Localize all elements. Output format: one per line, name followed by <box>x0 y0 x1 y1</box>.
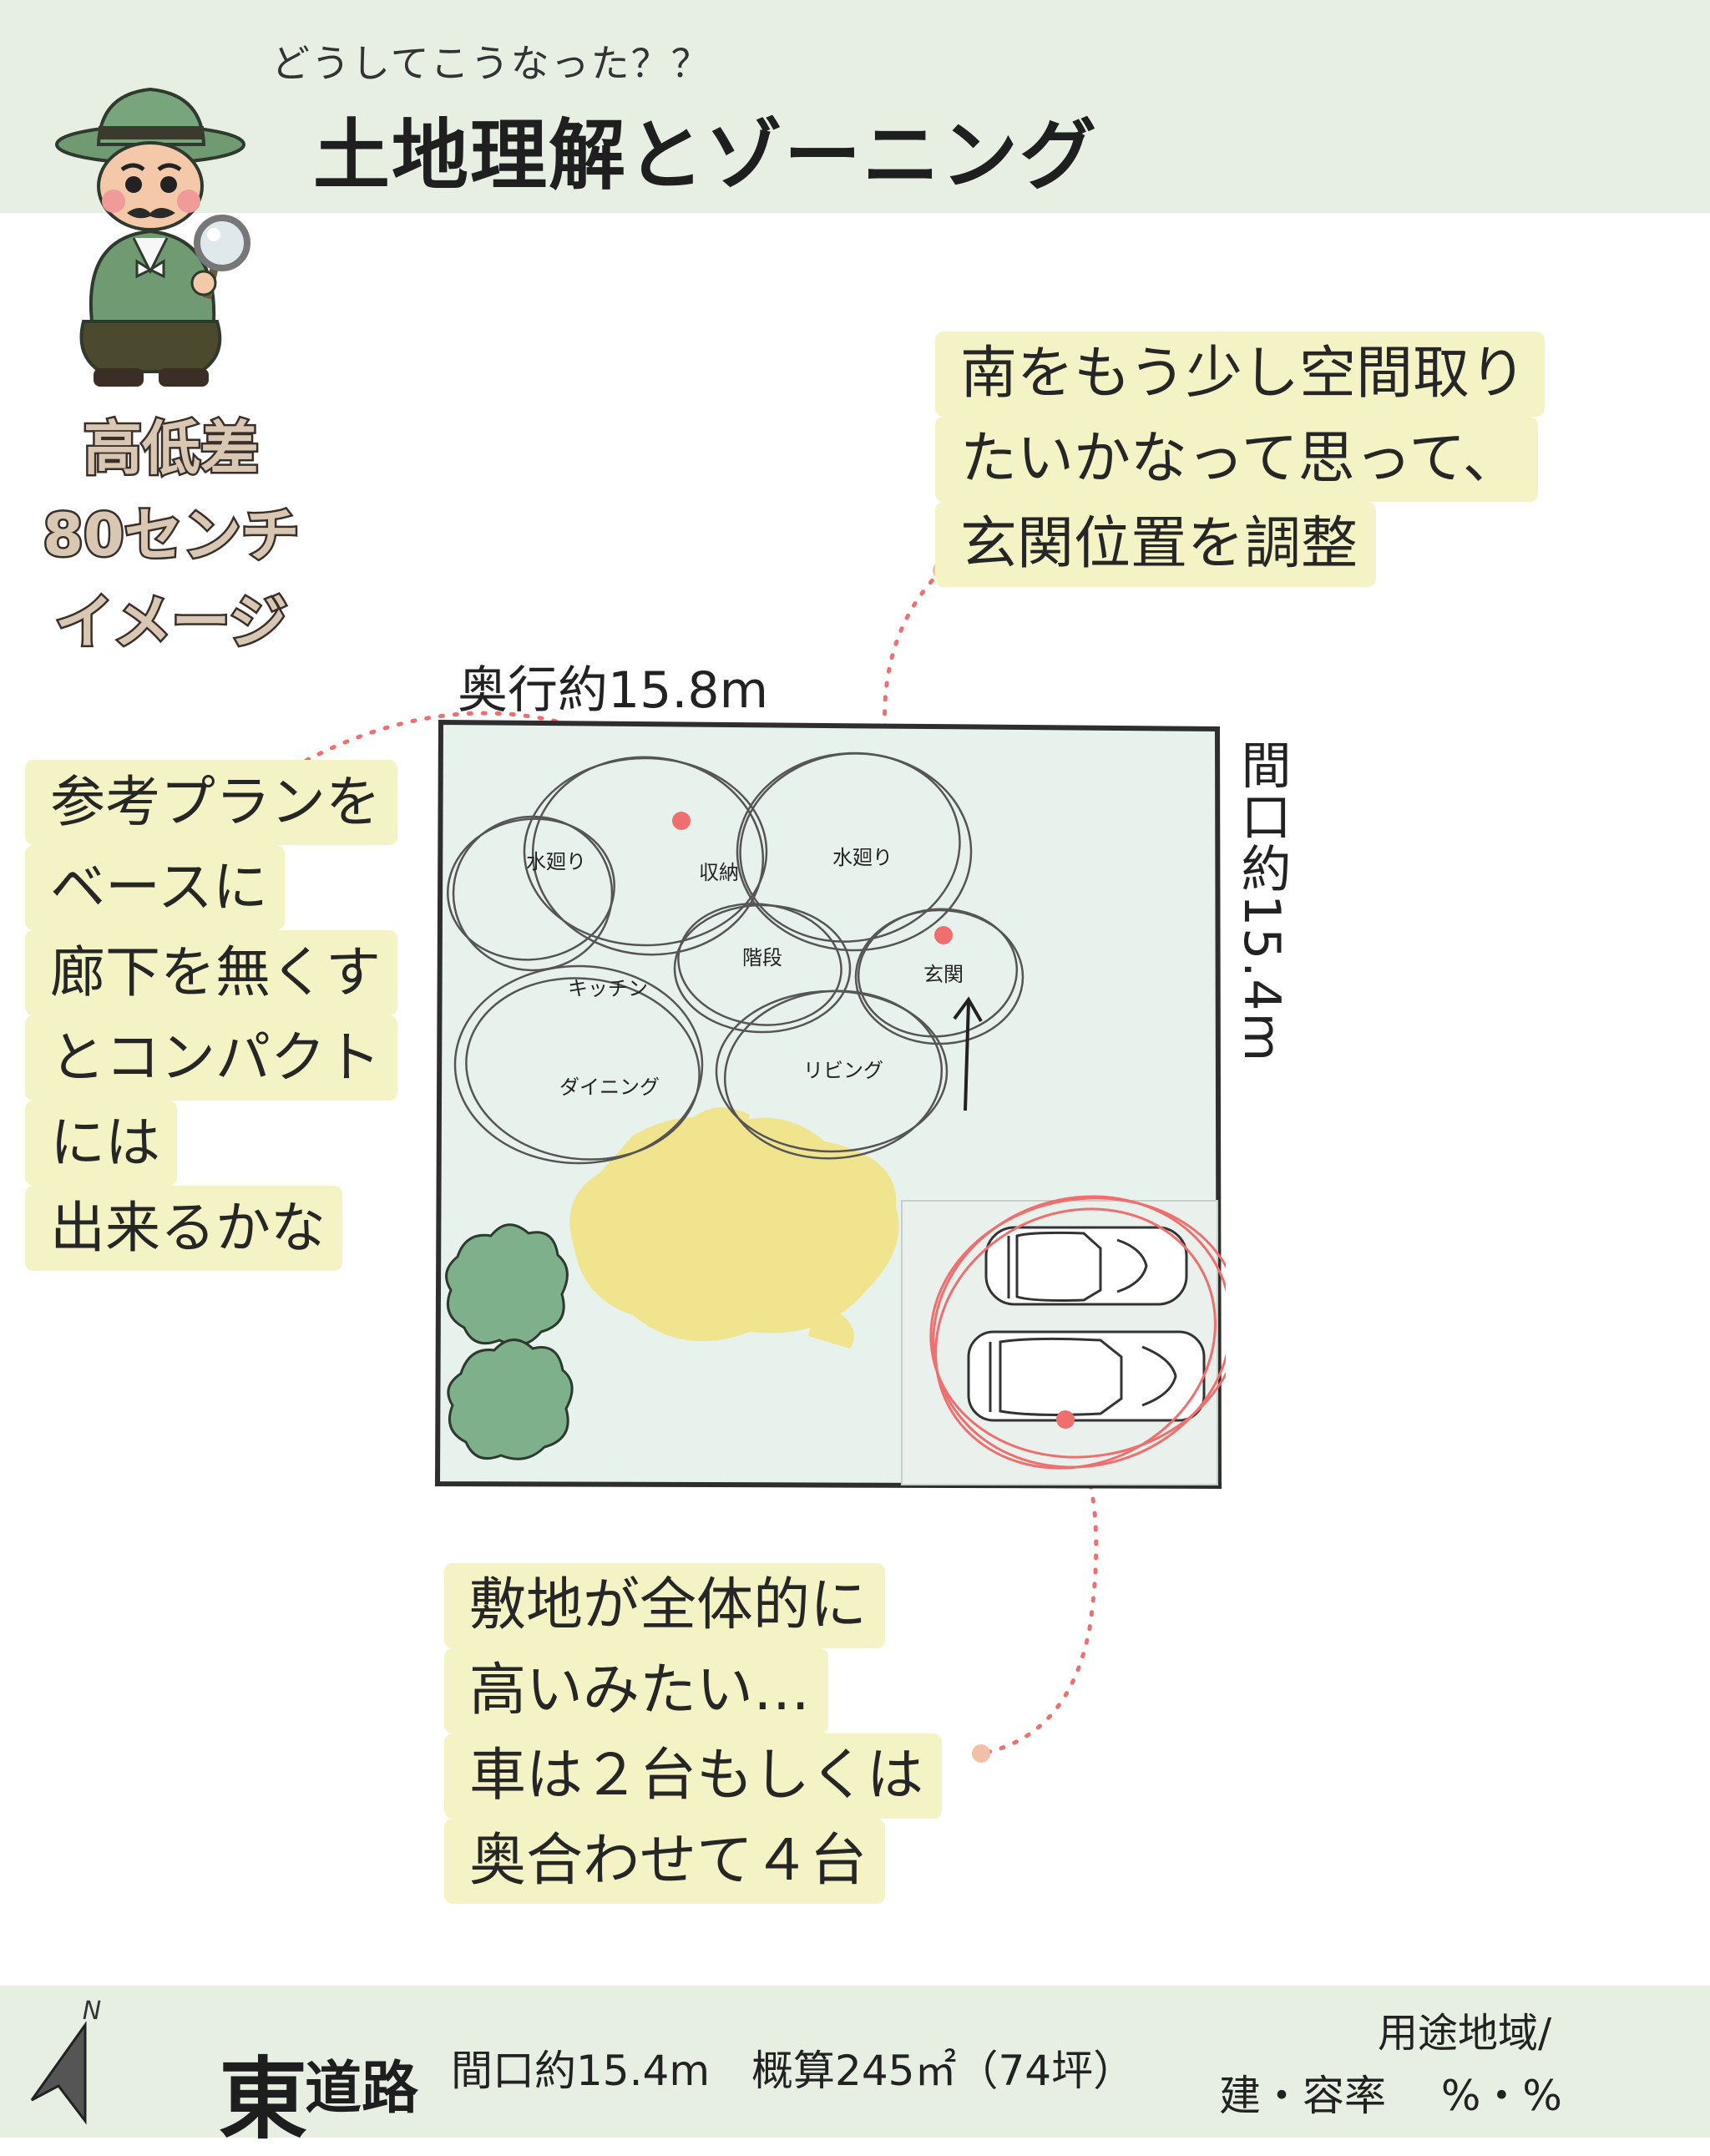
entrance-direction-arrow <box>953 996 983 1111</box>
road-direction: 東 <box>219 2048 307 2151</box>
road-label: 道路 <box>305 2056 419 2122</box>
leader-dot-site-note <box>972 1744 990 1763</box>
car-top <box>984 1226 1188 1306</box>
note-south-line-1: 南をもう少し空間取り <box>935 331 1545 417</box>
note-site-line-2: 高いみたい… <box>444 1648 829 1733</box>
tree-bottom <box>447 1339 574 1460</box>
marker-entrance <box>934 926 953 944</box>
elevation-line-3: イメージ <box>53 586 290 659</box>
zone-label-wet-area-1: 水廻り <box>526 850 586 873</box>
note-plan-line-4: とコンパクト <box>25 1015 397 1101</box>
note-plan-line-5: には <box>25 1101 177 1186</box>
zone-label-living: リビング <box>803 1059 883 1082</box>
leader-line-entrance <box>883 568 946 938</box>
zone-label-dining: ダイニング <box>559 1075 660 1099</box>
zone-sketch-circles <box>447 752 1024 1165</box>
coverage-ratio-label: 建・容率 %・% <box>1219 2072 1562 2120</box>
note-site-line-3: 車は２台もしくは <box>444 1733 943 1819</box>
note-south-line-2: たいかなって思って、 <box>935 417 1538 502</box>
header-band <box>0 0 1710 213</box>
zone-label-storage: 収納 <box>699 861 739 884</box>
lot-summary: 間口約15.4m 概算245㎡（74坪） <box>451 2047 1136 2095</box>
site-plan-diagram: 水廻り 収納 水廻り 階段 玄関 キッチン ダイニング リビング <box>434 719 1226 1490</box>
note-plan-line-2: ベースに <box>25 845 285 930</box>
marker-parking <box>1056 1410 1075 1429</box>
tree-top <box>445 1223 569 1347</box>
depth-dimension-label: 奥行約15.8m <box>458 661 769 720</box>
north-arrow-icon: N <box>30 1997 101 2125</box>
page-title: 土地理解とゾーニング <box>313 111 1099 200</box>
note-site-line-1: 敷地が全体的に <box>444 1563 886 1648</box>
detective-character-illustration <box>55 87 250 387</box>
zone-label-wet-area-2: 水廻り <box>832 846 893 869</box>
zoning-label: 用途地域/ <box>1378 2010 1552 2057</box>
garden-area <box>569 1107 899 1349</box>
north-letter: N <box>83 1997 101 2026</box>
note-plan-line-1: 参考プランを <box>25 760 397 845</box>
note-site-line-4: 奥合わせて４台 <box>444 1819 886 1904</box>
note-south-line-3: 玄関位置を調整 <box>935 502 1377 587</box>
note-plan-line-6: 出来るかな <box>25 1186 342 1271</box>
note-reference-plan: 参考プランを ベースに 廊下を無くす とコンパクト には 出来るかな <box>25 760 397 1271</box>
page-subtitle: どうしてこうなった？？ <box>271 41 711 86</box>
note-site-elevation: 敷地が全体的に 高いみたい… 車は２台もしくは 奥合わせて４台 <box>444 1563 943 1904</box>
note-south-space: 南をもう少し空間取り たいかなって思って、 玄関位置を調整 <box>935 331 1545 587</box>
width-dimension-label: 間口約15.4m <box>1232 739 1291 1064</box>
car-bottom <box>967 1330 1206 1422</box>
leader-line-storage <box>279 711 683 822</box>
parking-highlight-circle <box>929 1195 1226 1470</box>
footer-band <box>0 1986 1710 2138</box>
zone-label-entrance: 玄関 <box>923 963 964 986</box>
zone-label-stairs: 階段 <box>742 946 782 969</box>
zone-label-kitchen: キッチン <box>568 977 648 1000</box>
elevation-difference-label: 高低差 80センチ イメージ <box>17 405 326 666</box>
leader-line-parking <box>979 1417 1099 1756</box>
note-plan-line-3: 廊下を無くす <box>25 930 397 1015</box>
marker-storage <box>672 812 691 830</box>
elevation-line-1: 高低差 <box>82 412 261 485</box>
elevation-line-2: 80センチ <box>41 499 301 572</box>
